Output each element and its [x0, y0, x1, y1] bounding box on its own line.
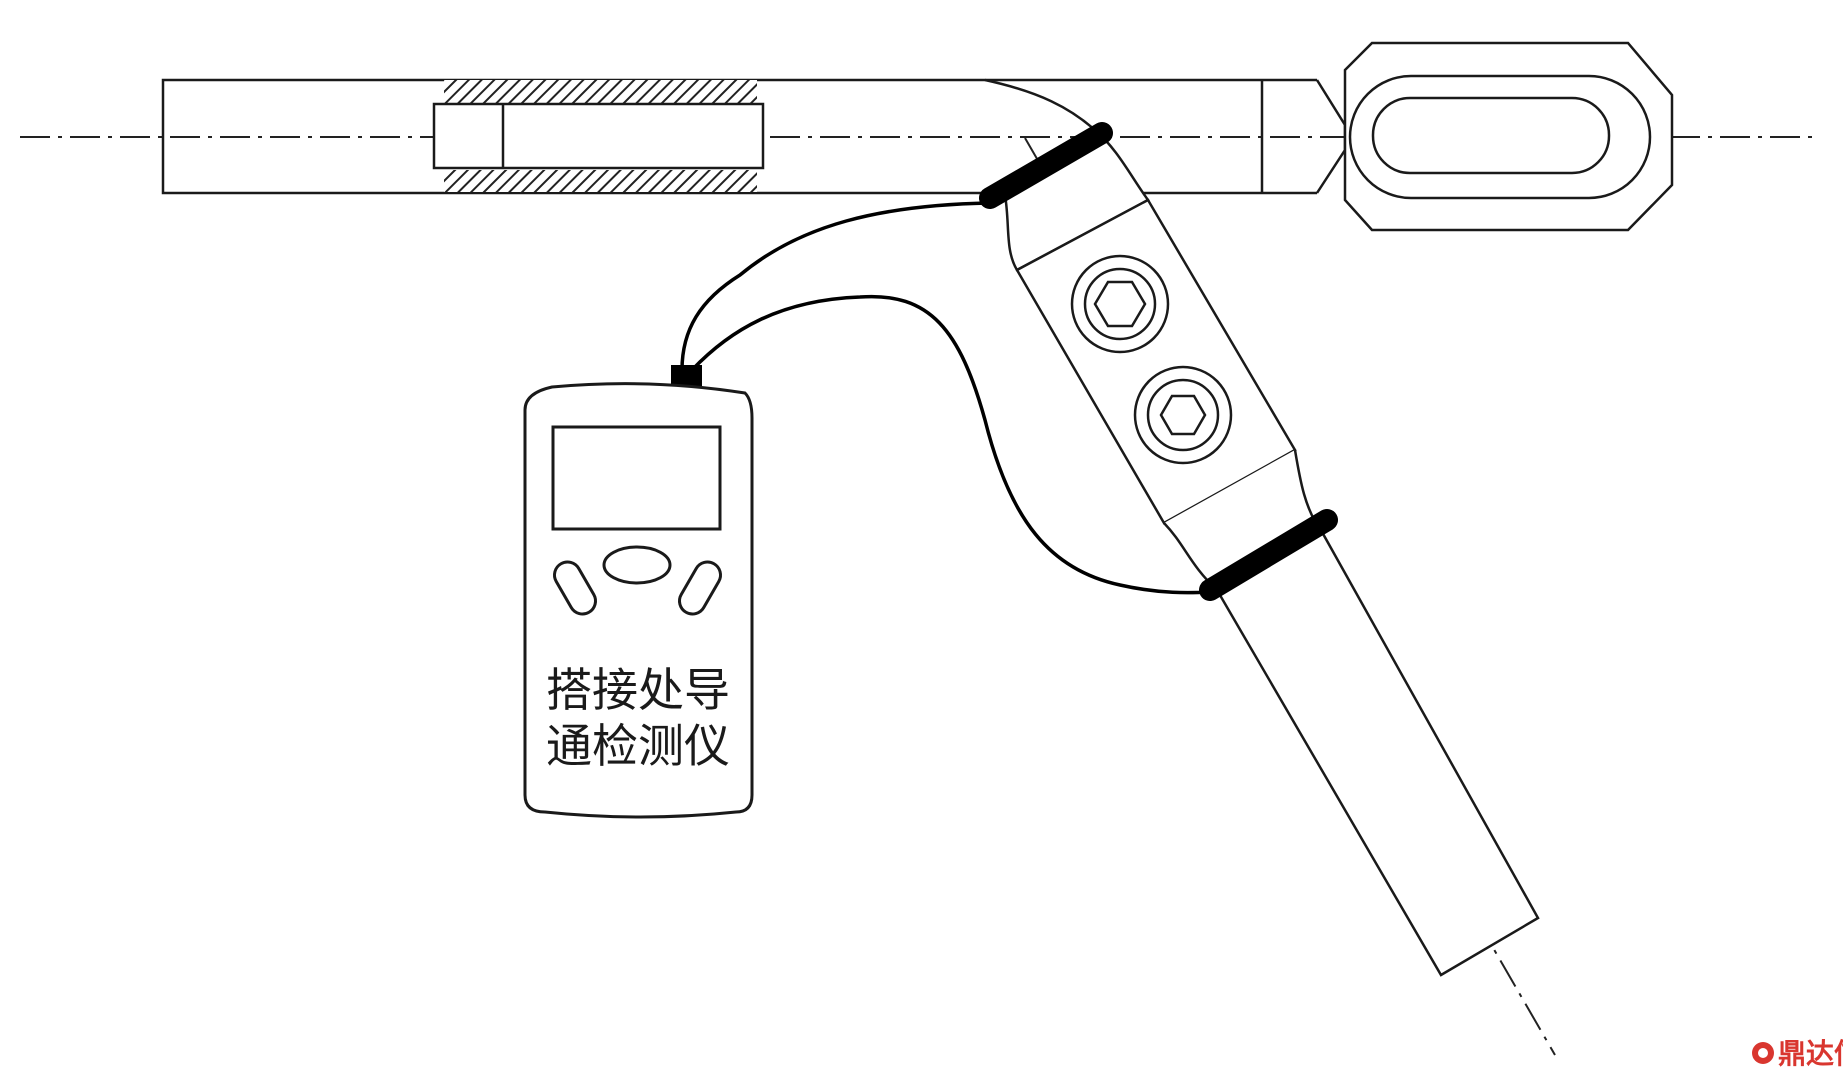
inner-sleeve: [432, 80, 765, 192]
hatch-top: [444, 80, 757, 103]
test-leads: [680, 201, 1211, 595]
tester-label-line2: 通检测仪: [546, 719, 730, 773]
tester-screen: [551, 425, 722, 531]
clamp-bands: [979, 122, 1338, 601]
clamp-upper: [979, 122, 1113, 209]
tester-right-button: [678, 560, 722, 616]
terminal-middle-ring: [1348, 74, 1652, 200]
conductivity-tester: 搭接处导 通检测仪: [523, 382, 754, 819]
lead-upper: [680, 201, 991, 371]
lead-lower: [690, 294, 1211, 595]
terminal-outer: [1343, 41, 1674, 232]
sleeve-body: [432, 102, 765, 170]
tester-left-button: [553, 560, 597, 616]
clamp-lower: [1199, 509, 1338, 601]
bolts: [1070, 254, 1233, 465]
tester-center-button: [602, 545, 672, 585]
branch-curve: [984, 78, 1096, 131]
tester-label-line1: 搭接处导: [546, 663, 730, 717]
bolt-lower-hex: [1159, 394, 1207, 436]
terminal-slot: [1371, 96, 1611, 175]
rod: [1215, 530, 1540, 977]
bolt-lower: [1133, 365, 1233, 465]
hatch-bottom: [444, 170, 757, 192]
bolt-upper: [1070, 254, 1170, 354]
watermark-text: 鼎达信: [1778, 1037, 1843, 1070]
watermark: 鼎达信: [1752, 1037, 1843, 1070]
watermark-logo-inner: [1758, 1048, 1768, 1058]
eye-terminal: [1315, 41, 1674, 232]
centerlines: [20, 136, 1815, 1056]
bolt-upper-hex: [1093, 280, 1147, 328]
